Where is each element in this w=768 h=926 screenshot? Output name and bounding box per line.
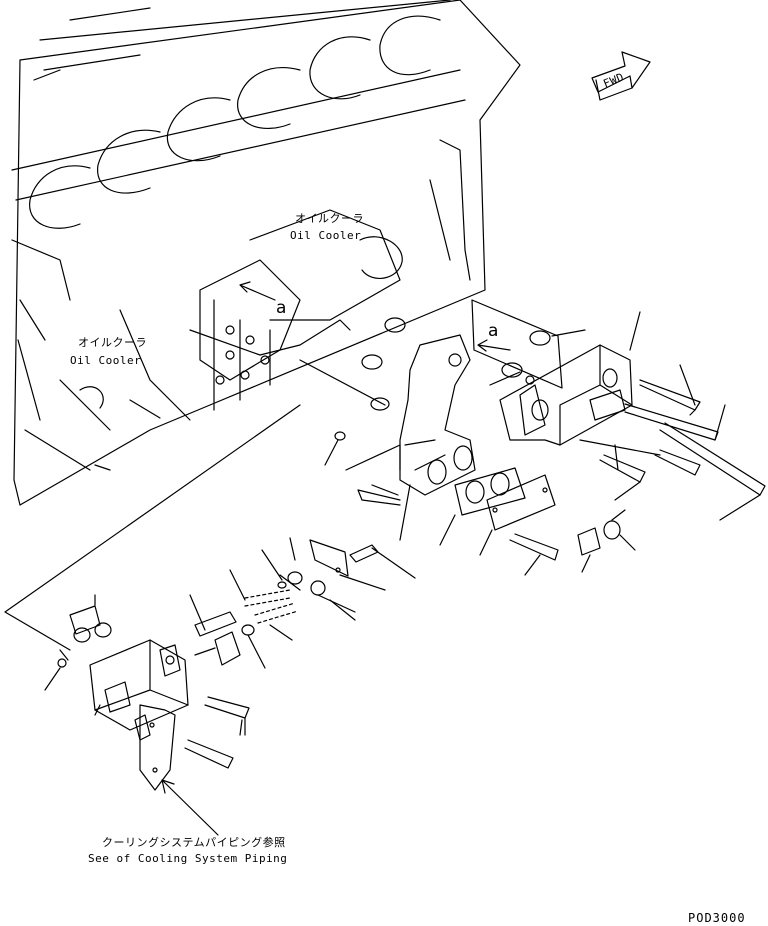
- drawing-code: POD3000: [688, 911, 746, 925]
- note-jp: クーリングシステムパイピング参照: [102, 836, 286, 849]
- small-bracket: [309, 539, 349, 577]
- engine-block: [11, 0, 521, 506]
- ref-label-a2: a: [488, 321, 499, 341]
- oil-cooler-label-left-en: Oil Cooler: [70, 354, 142, 367]
- cover-plate: [486, 474, 556, 531]
- gasket-panel: [471, 299, 563, 389]
- fwd-arrow-icon: [591, 51, 651, 101]
- bolt-r4: [659, 422, 766, 496]
- bolt-r2: [624, 403, 719, 441]
- bolt-r1: [639, 379, 701, 416]
- clamp-plate: [139, 704, 176, 791]
- bolt-cover: [509, 533, 559, 576]
- valve-body: [89, 639, 189, 731]
- valve-parts: [189, 537, 356, 669]
- bolt-l1: [204, 696, 250, 719]
- oil-cooler-label-top-jp: オイルクーラ: [295, 212, 364, 225]
- oil-cooler-label-left-jp: オイルクーラ: [78, 336, 147, 349]
- ref-arrow-a1: [239, 281, 276, 301]
- oil-cooler-housing: [499, 344, 633, 446]
- drain-plug: [577, 520, 621, 556]
- bolt-bracket: [357, 484, 401, 506]
- mounting-bracket: [399, 334, 476, 496]
- note-arrow: [161, 779, 219, 836]
- bolt-l2: [184, 739, 234, 769]
- ref-arrow-a2: [477, 339, 511, 352]
- ref-label-a1: a: [276, 298, 287, 318]
- note-en: See of Cooling System Piping: [88, 852, 288, 865]
- bolt-r3: [654, 449, 701, 476]
- oil-cooler-label-top-en: Oil Cooler: [290, 229, 362, 242]
